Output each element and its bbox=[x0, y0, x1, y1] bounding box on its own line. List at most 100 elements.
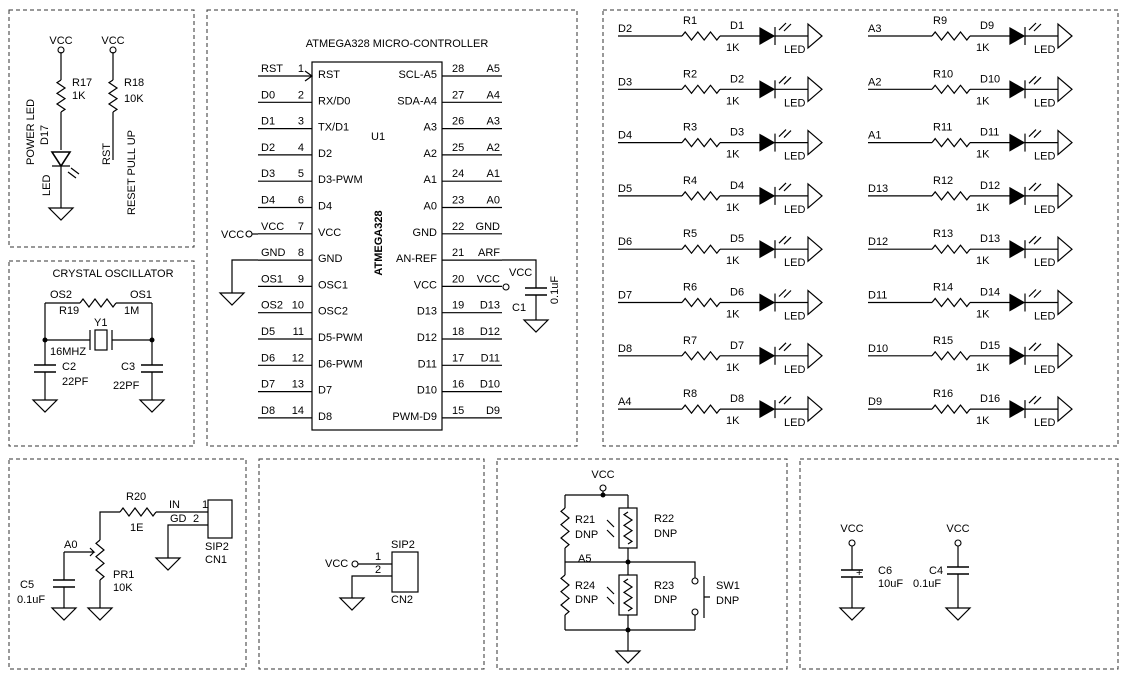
led-resistor-label: R15 bbox=[933, 335, 953, 347]
ground-triangle bbox=[338, 597, 366, 611]
ground-triangle bbox=[154, 557, 182, 571]
led-diode-label: D12 bbox=[980, 180, 1000, 192]
pin-number: 2 bbox=[298, 89, 304, 101]
wire bbox=[167, 524, 208, 550]
led-resistor-label: R10 bbox=[933, 68, 953, 80]
ground-triangle bbox=[138, 399, 166, 413]
pin-name: OSC1 bbox=[318, 279, 348, 291]
pr1-label: PR1 bbox=[113, 569, 134, 581]
wire bbox=[628, 561, 696, 578]
r20-value: 1E bbox=[130, 522, 143, 534]
pin-number: 23 bbox=[452, 195, 464, 207]
led-resistor-value: 1K bbox=[976, 255, 990, 267]
led-diode-label: D8 bbox=[730, 393, 744, 405]
cn2-section-box bbox=[258, 458, 485, 670]
freq-label: 16MHZ bbox=[50, 346, 86, 358]
led-arrows bbox=[778, 395, 792, 405]
led-resistor-value: 1K bbox=[726, 309, 740, 321]
led-net-label: D7 bbox=[618, 290, 632, 302]
crystal-body bbox=[94, 329, 108, 351]
led-label: LED bbox=[1034, 257, 1055, 269]
mcu-body bbox=[311, 61, 443, 431]
led-arrows bbox=[778, 235, 792, 245]
r22-label: R22 bbox=[654, 513, 674, 525]
gd-label: GD bbox=[170, 513, 187, 525]
pin-net-label: A5 bbox=[487, 63, 500, 75]
led-ground-arrow bbox=[1057, 182, 1073, 210]
c1-label: C1 bbox=[512, 302, 526, 314]
a5-label: A5 bbox=[578, 553, 591, 565]
pin-number: 6 bbox=[298, 195, 304, 207]
r19-label: R19 bbox=[59, 305, 79, 317]
pin-net-label: RST bbox=[261, 63, 283, 75]
pin-net-label: D5 bbox=[261, 326, 275, 338]
r23-light-arrows bbox=[606, 586, 615, 605]
led-net-label: D11 bbox=[868, 290, 887, 302]
ground-triangle bbox=[47, 207, 75, 221]
sw1-terminal bbox=[691, 608, 699, 616]
c2-label: C2 bbox=[62, 361, 76, 373]
led-diode-label: D9 bbox=[980, 20, 994, 32]
vcc-terminal bbox=[502, 283, 510, 291]
pin-net-label: D4 bbox=[261, 195, 275, 207]
pin-number: 22 bbox=[452, 221, 464, 233]
wire bbox=[99, 511, 120, 540]
pin-net-label: D6 bbox=[261, 352, 275, 364]
pin-name: SDA-A4 bbox=[397, 95, 437, 107]
pin-name: D12 bbox=[417, 332, 437, 344]
ground-cn2 bbox=[338, 590, 366, 611]
r20-label: R20 bbox=[126, 491, 146, 503]
led-resistor bbox=[931, 84, 971, 95]
led-net-label: D2 bbox=[618, 23, 632, 35]
vcc-terminal bbox=[245, 230, 253, 238]
led-fill bbox=[760, 187, 774, 204]
pin-name: A0 bbox=[424, 201, 437, 213]
ground-wire bbox=[231, 259, 258, 285]
led-fill bbox=[1010, 347, 1024, 364]
led-label: LED bbox=[784, 97, 805, 109]
r17-label: R17 bbox=[72, 77, 92, 89]
os1-label: OS1 bbox=[130, 289, 152, 301]
led-arrows bbox=[778, 289, 792, 298]
led-section-box bbox=[602, 9, 1119, 447]
arf-wire bbox=[502, 259, 537, 288]
pin-name: D11 bbox=[418, 358, 437, 370]
ground-triangle bbox=[31, 399, 59, 413]
led-diode-label: D3 bbox=[730, 127, 744, 139]
pin-name: D7 bbox=[318, 385, 332, 397]
led-ground-arrow bbox=[1057, 235, 1073, 263]
led-label: LED bbox=[1034, 311, 1055, 323]
pin-number: 4 bbox=[298, 142, 304, 154]
led-resistor bbox=[681, 137, 721, 148]
led-resistor-value: 1K bbox=[976, 415, 990, 427]
led-resistor-label: R12 bbox=[933, 175, 953, 187]
pin-number: 24 bbox=[452, 168, 464, 180]
led-arrows bbox=[1028, 289, 1042, 298]
led-label: LED bbox=[1034, 44, 1055, 56]
pin-number: 19 bbox=[452, 300, 464, 312]
led-ground-arrow bbox=[807, 22, 823, 50]
ground-power-led bbox=[47, 200, 75, 221]
ground-c2 bbox=[31, 392, 59, 413]
pin-net-label: D2 bbox=[261, 142, 275, 154]
ground-triangle bbox=[86, 607, 114, 621]
led-diode-label: D2 bbox=[730, 73, 744, 85]
pin-2: 2 bbox=[375, 564, 381, 576]
led-fill bbox=[760, 294, 774, 311]
power-led-label: POWER LED bbox=[25, 99, 37, 165]
pin-number: 1 bbox=[298, 63, 304, 75]
led-arrows bbox=[778, 22, 792, 32]
led-diode-label: D5 bbox=[730, 233, 744, 245]
led-diode-label: D6 bbox=[730, 287, 744, 299]
led-resistor bbox=[681, 404, 721, 415]
led-label: LED bbox=[784, 44, 805, 56]
pin-name: D5-PWM bbox=[318, 332, 363, 344]
